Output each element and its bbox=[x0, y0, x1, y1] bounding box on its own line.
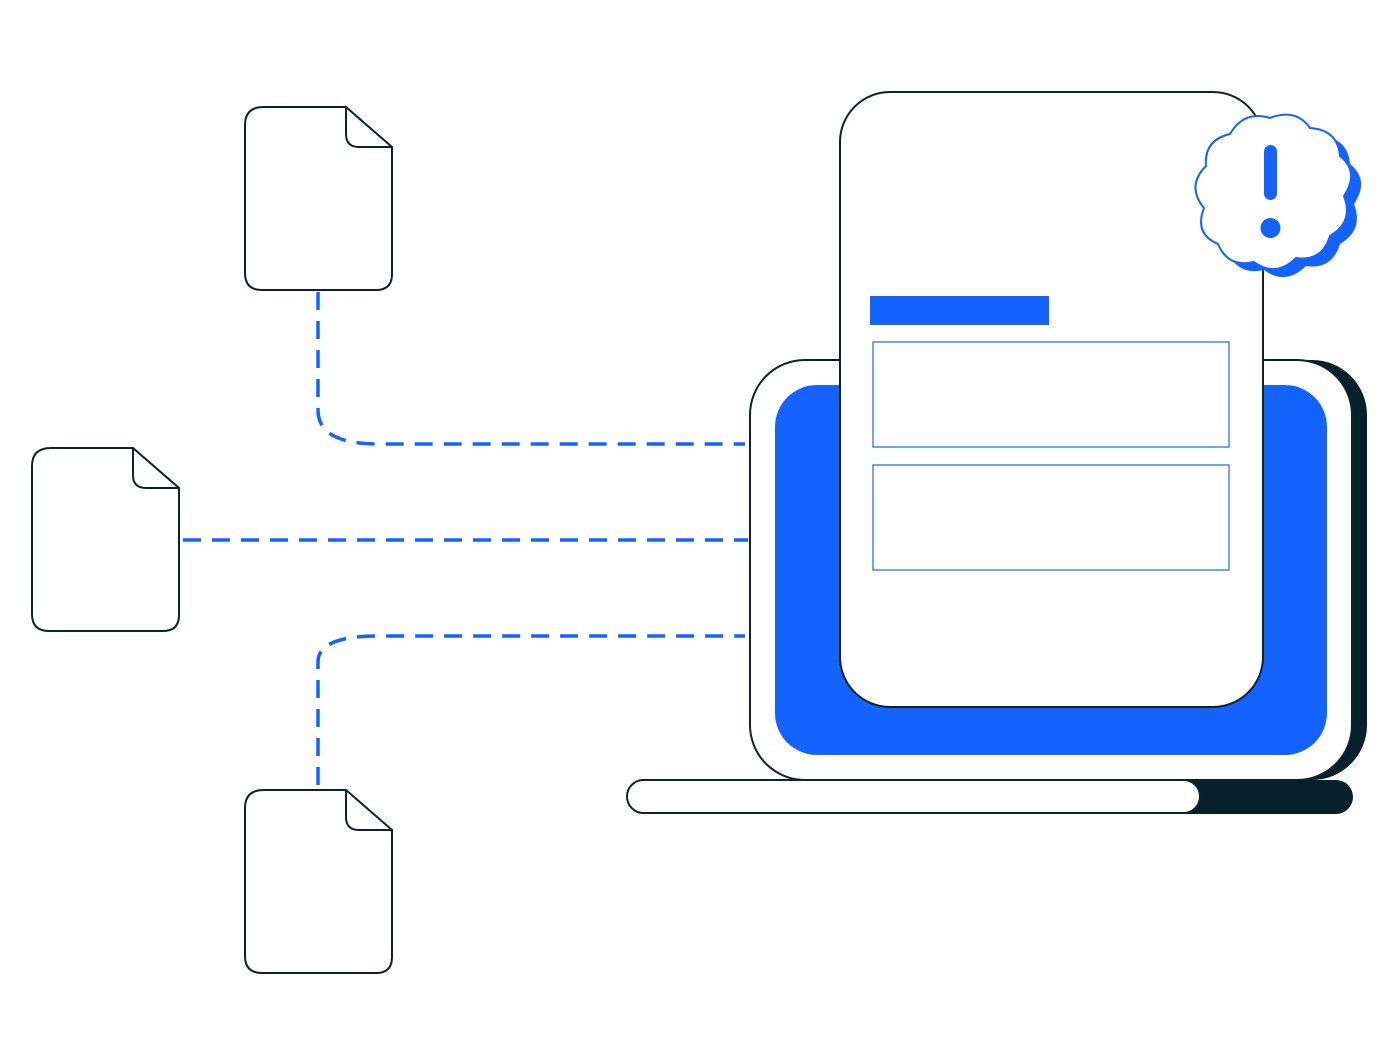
laptop-base bbox=[626, 779, 1201, 814]
form-card bbox=[839, 91, 1264, 708]
document-icon-bottom bbox=[244, 789, 393, 974]
form-title-bar bbox=[870, 296, 1049, 325]
document-icon-middle bbox=[31, 447, 180, 632]
exclamation-dot bbox=[1260, 218, 1281, 238]
form-field-2 bbox=[872, 464, 1230, 571]
alert-badge-icon bbox=[1194, 113, 1362, 278]
exclamation-mark bbox=[1264, 145, 1277, 200]
form-field-1 bbox=[872, 341, 1230, 448]
connector-bottom bbox=[316, 634, 745, 785]
connector-lines bbox=[183, 292, 748, 785]
document-icon-top bbox=[244, 106, 393, 291]
connector-top bbox=[316, 292, 745, 446]
